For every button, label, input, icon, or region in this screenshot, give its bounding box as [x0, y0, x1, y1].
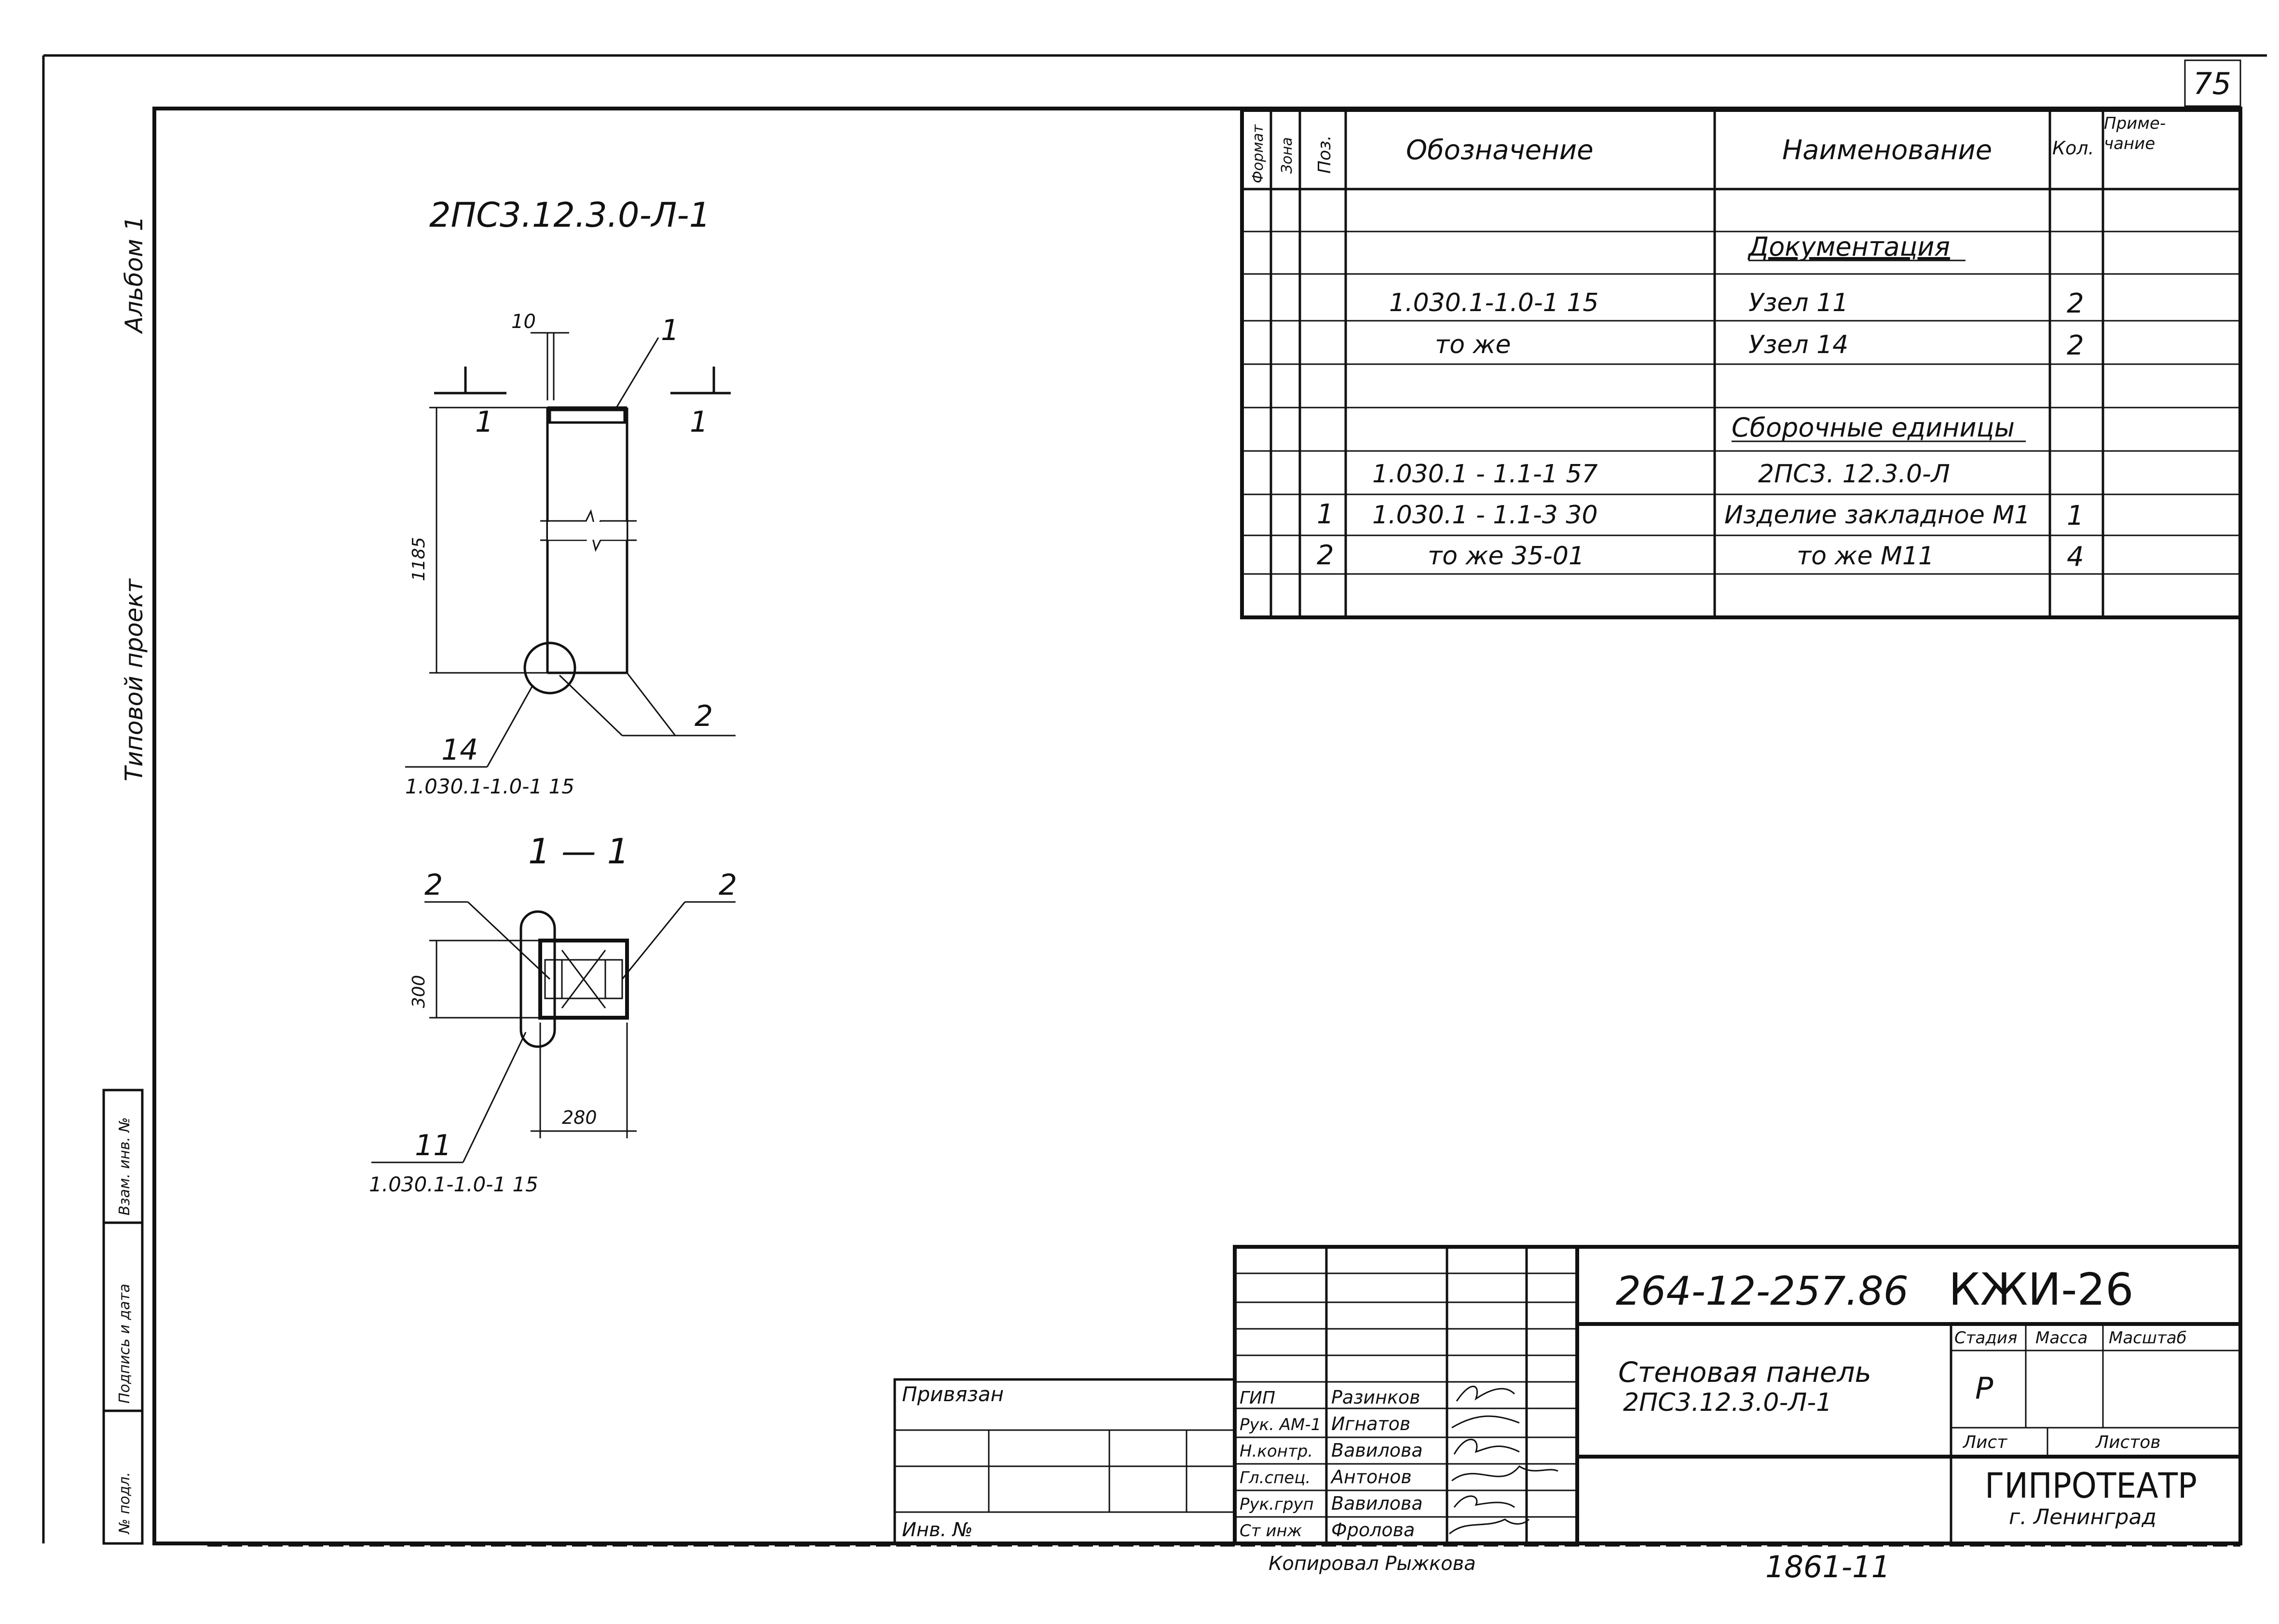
sheet-number-box: [2184, 59, 2241, 107]
archive-number: 1861-11: [1765, 1549, 1890, 1584]
role-nkontr: Н.контр.: [1240, 1442, 1313, 1461]
node-14-ref: 1.030.1-1.0-1 15: [405, 775, 574, 798]
section-units: Сборочные единицы: [1732, 412, 2015, 443]
row1-name: Узел 11: [1748, 288, 1848, 317]
vzam-label: Взам. инв. №: [116, 1117, 133, 1215]
inv-label: Инв. №: [902, 1519, 973, 1541]
row3-designation: 1.030.1 - 1.1-1 57: [1372, 460, 1598, 489]
section-pos-2-right: 2: [719, 868, 737, 902]
hdr-note: Приме-чание: [2104, 114, 2166, 153]
drawing-title: 2ПС3.12.3.0-Л-1: [429, 195, 710, 235]
panel-elevation: 1185 10 1 1 1 14 1.030.1-1.0-1 15 2: [405, 311, 736, 798]
section-1-1: 300 280 2 2 11 1.030.1-1.0-1 15: [369, 868, 737, 1196]
section-title: 1 — 1: [528, 831, 629, 872]
role-stinzh: Ст инж: [1240, 1521, 1302, 1541]
project-label: Типовой проект: [120, 578, 148, 781]
row4-designation: 1.030.1 - 1.1-3 30: [1372, 501, 1598, 530]
outer-border: [42, 54, 2267, 1543]
row5-qty: 4: [2067, 541, 2084, 573]
dim-280: 280: [562, 1107, 597, 1128]
role-rukgrup: Рук.груп: [1240, 1495, 1314, 1514]
node-11-ref: 1.030.1-1.0-1 15: [369, 1173, 538, 1196]
left-stamp: [102, 1089, 144, 1545]
spec-table: [1240, 108, 2242, 619]
hdr-qty: Кол.: [2052, 137, 2094, 159]
hdr-designation: Обозначение: [1406, 135, 1594, 166]
pos-1-label: 1: [661, 314, 679, 347]
dim-10: 10: [511, 311, 536, 333]
main-frame: [152, 107, 2242, 1545]
album-label: Альбом 1: [120, 216, 148, 334]
name-1: Разинков: [1331, 1387, 1420, 1408]
doc-mark: КЖИ-26: [1949, 1264, 2134, 1315]
org-name: ГИПРОТЕАТР: [1985, 1465, 2197, 1506]
name-2: Игнатов: [1331, 1413, 1410, 1434]
dim-1185: 1185: [409, 537, 429, 581]
cut-mark-left: 1: [475, 405, 493, 439]
org-city: г. Ленинград: [2009, 1505, 2156, 1529]
row2-qty: 2: [2067, 330, 2084, 361]
doc-title-1: Стеновая панель: [1618, 1356, 1871, 1389]
podpis-label: Подпись и дата: [116, 1284, 133, 1404]
doc-code: 264-12-257.86: [1616, 1269, 1909, 1314]
name-6: Фролова: [1331, 1519, 1415, 1541]
hdr-pos: Поз.: [1315, 135, 1335, 174]
title-block: [207, 1245, 2242, 1547]
name-3: Вавилова: [1331, 1440, 1423, 1461]
row3-name: 2ПС3. 12.3.0-Л: [1758, 460, 1950, 489]
row4-pos: 1: [1317, 499, 1334, 530]
sheets-label: Листов: [2095, 1433, 2160, 1452]
stage-value: Р: [1975, 1371, 1993, 1406]
hdr-name: Наименование: [1782, 135, 1992, 166]
row5-pos: 2: [1317, 540, 1334, 571]
name-5: Вавилова: [1331, 1493, 1423, 1514]
role-gip: ГИП: [1240, 1388, 1275, 1408]
hdr-format: Формат: [1250, 124, 1267, 183]
row5-name: то же М11: [1797, 542, 1934, 571]
dim-300: 300: [409, 975, 429, 1008]
row4-name: Изделие закладное М1: [1724, 501, 2030, 530]
node-14-label: 14: [441, 733, 478, 767]
row2-name: Узел 14: [1748, 330, 1848, 359]
name-4: Антонов: [1330, 1466, 1412, 1488]
pos-2-label: 2: [695, 699, 713, 733]
hdr-zone: Зона: [1279, 137, 1296, 174]
row4-qty: 1: [2067, 500, 2084, 532]
stage-label: Стадия: [1954, 1328, 2017, 1348]
copied-note: Копировал Рыжкова: [1269, 1553, 1476, 1575]
mass-label: Масса: [2035, 1328, 2088, 1348]
sheet-number: 75: [2193, 66, 2231, 101]
row5-designation: то же 35-01: [1428, 542, 1584, 571]
section-pos-2-left: 2: [424, 868, 443, 902]
role-glspec: Гл.спец.: [1240, 1468, 1310, 1488]
signatures: [1449, 1385, 1558, 1535]
scale-label: Масштаб: [2109, 1328, 2187, 1348]
doc-title-2: 2ПС3.12.3.0-Л-1: [1623, 1388, 1832, 1417]
section-docs: Документация: [1747, 232, 1950, 262]
privyazan-label: Привязан: [902, 1382, 1004, 1406]
cut-mark-right: 1: [690, 405, 708, 439]
row1-qty: 2: [2067, 288, 2084, 319]
node-11-label: 11: [415, 1129, 451, 1162]
podl-label: № подл.: [116, 1472, 133, 1535]
role-ruk-am: Рук. АМ-1: [1240, 1415, 1321, 1434]
row2-designation: то же: [1435, 330, 1511, 359]
sheet-label: Лист: [1962, 1433, 2007, 1452]
row1-designation: 1.030.1-1.0-1 15: [1389, 288, 1598, 317]
